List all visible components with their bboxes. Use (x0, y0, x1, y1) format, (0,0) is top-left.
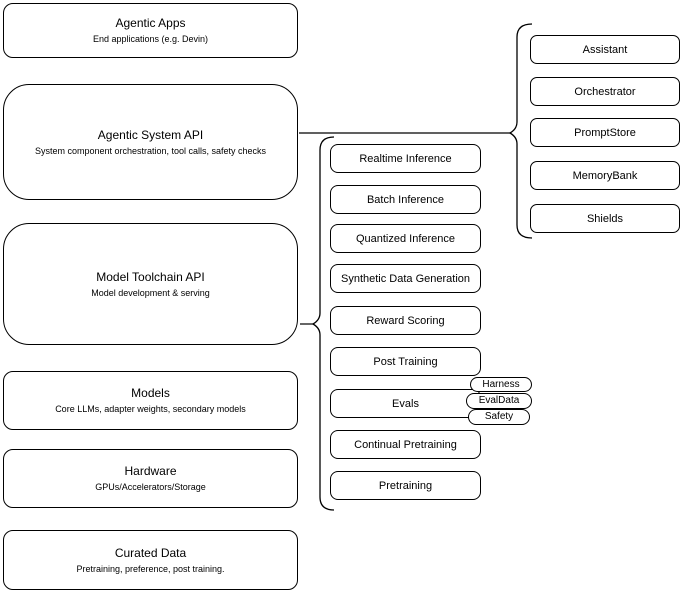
component-label: PromptStore (574, 126, 636, 139)
service-box-realtime-inference: Realtime Inference (330, 144, 481, 173)
tag-pill-evaldata: EvalData (466, 393, 532, 409)
tag-label: Harness (482, 378, 520, 390)
component-label: MemoryBank (572, 169, 638, 182)
node-title: Curated Data (114, 545, 187, 560)
node-curated-data: Curated Data Pretraining, preference, po… (3, 530, 298, 590)
service-box-continual-pretraining: Continual Pretraining (330, 430, 481, 459)
system-group-brace (508, 23, 533, 239)
node-title: Model Toolchain API (96, 269, 205, 284)
component-label: Orchestrator (574, 85, 636, 98)
node-hardware: Hardware GPUs/Accelerators/Storage (3, 449, 298, 508)
service-label: Batch Inference (366, 193, 445, 206)
service-label: Synthetic Data Generation (340, 272, 471, 285)
tag-label: Safety (484, 411, 514, 422)
service-box-batch-inference: Batch Inference (330, 185, 481, 214)
service-box-synthetic-data-generation: Synthetic Data Generation (330, 264, 481, 293)
node-agentic-apps: Agentic Apps End applications (e.g. Devi… (3, 3, 298, 58)
component-box-promptstore: PromptStore (530, 118, 680, 147)
node-subtitle: GPUs/Accelerators/Storage (95, 482, 206, 492)
service-box-quantized-inference: Quantized Inference (330, 224, 481, 253)
tag-label: EvalData (478, 395, 520, 406)
service-box-reward-scoring: Reward Scoring (330, 306, 481, 335)
node-models: Models Core LLMs, adapter weights, secon… (3, 371, 298, 430)
service-label: Post Training (373, 355, 438, 368)
service-label: Realtime Inference (359, 152, 452, 165)
component-label: Assistant (582, 43, 628, 56)
node-subtitle: End applications (e.g. Devin) (92, 34, 209, 44)
tag-pill-safety: Safety (468, 409, 530, 425)
node-title: Models (131, 386, 170, 400)
component-box-orchestrator: Orchestrator (530, 77, 680, 106)
service-box-evals: Evals (330, 389, 481, 418)
component-box-shields: Shields (530, 204, 680, 233)
service-box-pretraining: Pretraining (330, 471, 481, 500)
node-subtitle: System component orchestration, tool cal… (34, 145, 267, 156)
service-box-post-training: Post Training (330, 347, 481, 376)
tag-pill-harness: Harness (470, 377, 532, 392)
service-label: Evals (392, 397, 419, 410)
service-label: Continual Pretraining (354, 438, 457, 451)
component-label: Shields (586, 212, 624, 225)
service-label: Pretraining (378, 479, 433, 492)
node-title: Hardware (124, 464, 177, 478)
component-box-memorybank: MemoryBank (530, 161, 680, 190)
node-subtitle: Core LLMs, adapter weights, secondary mo… (55, 404, 246, 414)
service-label: Reward Scoring (366, 314, 445, 327)
node-title: Agentic Apps (115, 16, 186, 30)
component-box-assistant: Assistant (530, 35, 680, 64)
node-title: Agentic System API (97, 127, 204, 142)
node-subtitle: Pretraining, preference, post training. (76, 563, 225, 574)
node-agentic-system-api: Agentic System API System component orch… (3, 84, 298, 200)
service-label: Quantized Inference (355, 232, 456, 245)
node-subtitle: Model development & serving (91, 287, 210, 298)
node-model-toolchain-api: Model Toolchain API Model development & … (3, 223, 298, 345)
